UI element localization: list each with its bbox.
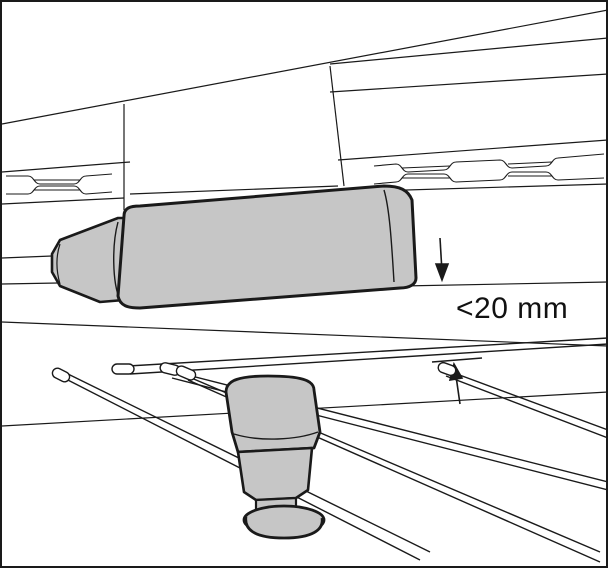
tine-holder-right (373, 153, 605, 185)
clearance-label: <20 mm (456, 292, 569, 325)
clearance-arrow-down (434, 237, 450, 283)
upper-cylinder-part (50, 184, 418, 310)
lower-cylinder-part (224, 374, 326, 540)
upper-rack-structure (1, 9, 608, 427)
tine-holder-left (6, 173, 113, 195)
